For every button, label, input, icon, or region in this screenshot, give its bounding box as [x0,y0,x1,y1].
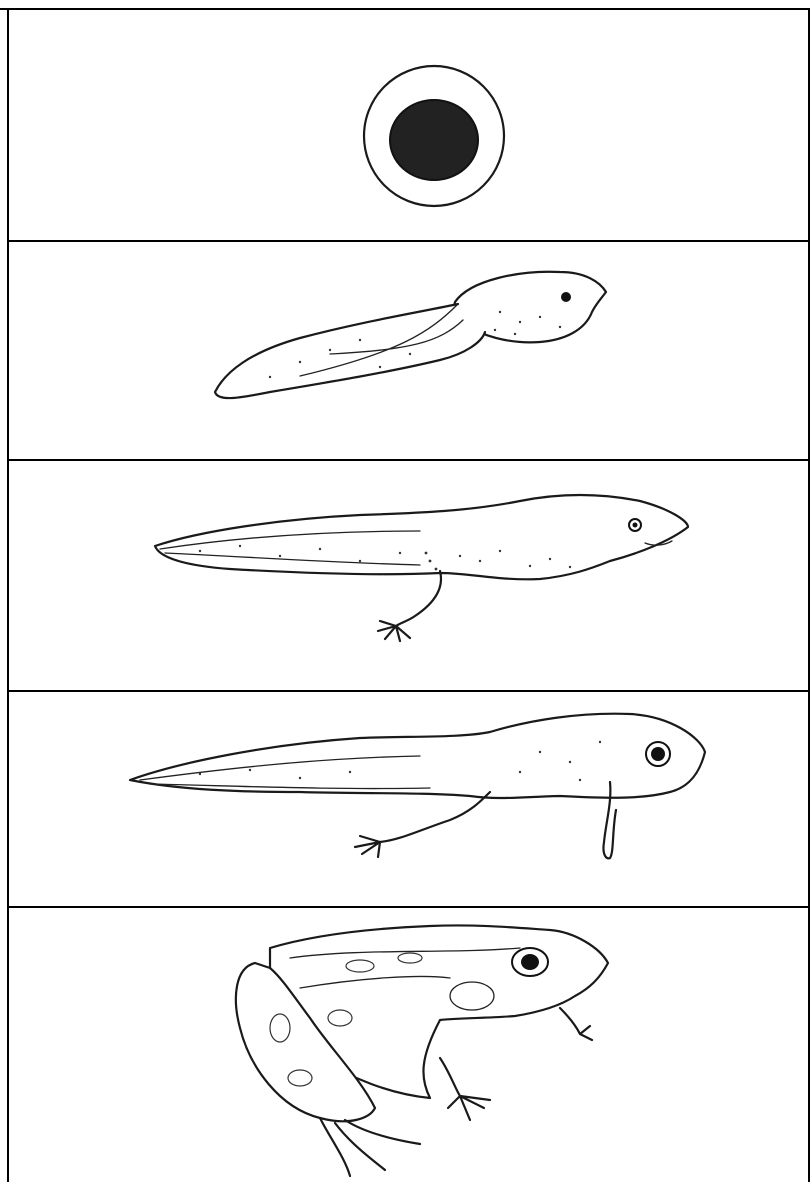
tadpole-four-legs-icon [0,692,810,906]
tadpole-icon [0,242,810,459]
stage-tadpole-four-legs [0,692,810,906]
stage-adult-frog [0,908,810,1182]
stage-tadpole-hind-legs [0,461,810,690]
stage-tadpole [0,242,810,459]
tadpole-hind-legs-icon [0,461,810,690]
stage-egg [0,10,810,240]
frog-egg-icon [0,10,810,240]
adult-frog-icon [0,908,810,1182]
